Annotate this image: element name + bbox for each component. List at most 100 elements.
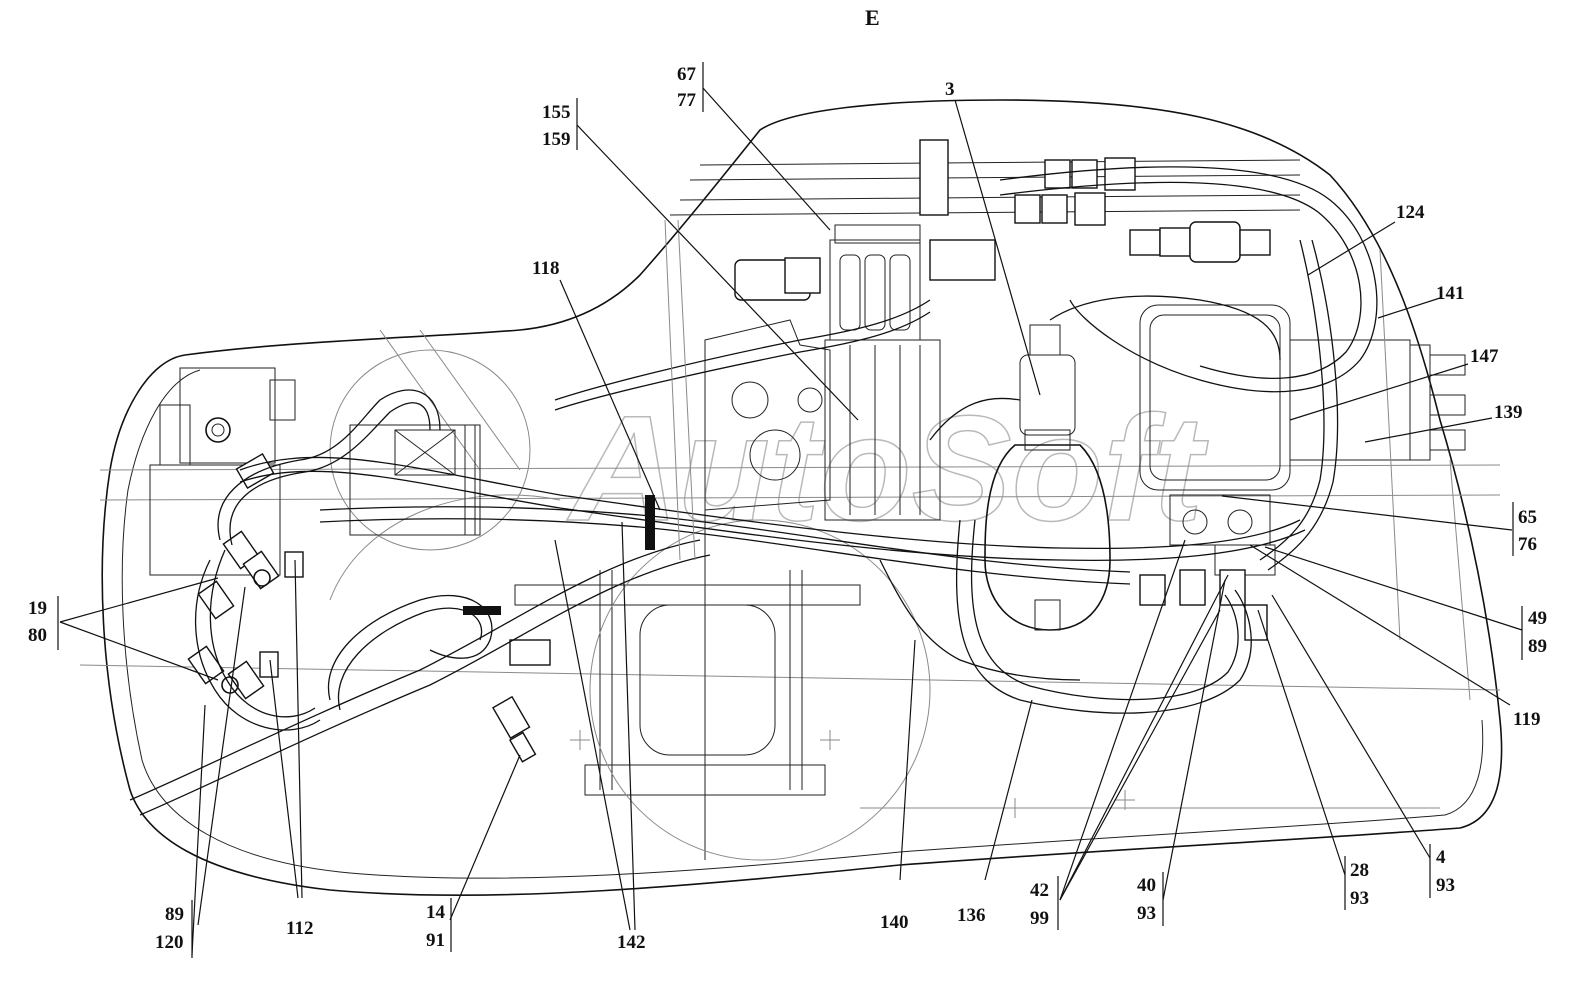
callout-124: 124 [1396, 202, 1425, 223]
callout-67: 67 [677, 64, 697, 85]
sensor-column [919, 139, 949, 216]
leader-4-93 [1271, 594, 1431, 859]
callout-112: 112 [286, 918, 313, 939]
hose-big-loop-rear [955, 519, 1252, 714]
callout-93-b: 93 [1350, 888, 1369, 909]
callout-89-right: 89 [1528, 636, 1547, 657]
hose-clamp-center [645, 495, 655, 550]
motor-cross [394, 429, 456, 476]
fitting-br-3 [1244, 604, 1268, 641]
valve-bank-lines [849, 345, 921, 515]
fitting-center-3 [508, 731, 537, 763]
callout-136: 136 [957, 905, 986, 926]
valve-bank-lower [824, 339, 941, 521]
cross-2 [1115, 790, 1135, 810]
cable-1 [664, 219, 681, 561]
callout-40: 40 [1137, 875, 1156, 896]
leader-67-77 [702, 87, 831, 231]
fitting-left-5 [227, 660, 265, 700]
frame-post-1 [599, 570, 613, 790]
hose-s-left [194, 559, 321, 731]
fitting-top-4 [1014, 194, 1041, 224]
callout-65: 65 [1518, 507, 1537, 528]
leader-19-80-b [59, 621, 219, 681]
callout-42: 42 [1030, 880, 1049, 901]
motor-cover [394, 429, 456, 476]
view-title-label: E [865, 5, 880, 30]
pump-port [205, 417, 231, 443]
cross-4 [570, 730, 590, 750]
fitting-center-1 [509, 639, 551, 666]
right-block [1289, 339, 1411, 461]
callout-93-c: 93 [1436, 875, 1455, 896]
callout-77: 77 [677, 90, 697, 111]
solenoid-3 [889, 254, 911, 331]
leader-14-91 [449, 754, 521, 921]
leader-19-80-a [59, 577, 219, 623]
callout-120: 120 [155, 932, 184, 953]
cross-1 [1005, 798, 1025, 818]
hose-valve-bank-pipe-2 [554, 311, 931, 411]
fitting-left-port-1 [253, 569, 271, 587]
hose-accumulator-feed [929, 397, 1021, 441]
fitting-left-6 [284, 551, 304, 578]
callout-140: 140 [880, 912, 909, 933]
fitting-top-2 [1071, 159, 1098, 189]
callout-14: 14 [426, 902, 446, 923]
fitting-top-6 [1074, 192, 1106, 226]
leader-112-b [294, 559, 303, 899]
fitting-top-11 [929, 239, 996, 281]
leader-139 [1364, 417, 1493, 443]
hull-inner-outline [121, 369, 1484, 879]
plate-hole-2 [797, 387, 823, 413]
callout-76: 76 [1518, 534, 1537, 555]
leader-124 [1307, 221, 1396, 276]
right-fitting-2 [1429, 394, 1466, 416]
solenoid-1 [839, 254, 861, 331]
fitting-top-3 [1104, 157, 1136, 191]
hose-long-2 [239, 470, 1306, 562]
callout-93-a: 93 [1137, 903, 1156, 924]
hose-loop-left-2 [337, 607, 483, 711]
pump-block [179, 367, 276, 464]
leader-112-a [269, 659, 299, 899]
leader-142-a [554, 539, 631, 931]
leader-42-99-b [1059, 609, 1221, 901]
leader-65-76 [1221, 495, 1513, 531]
callout-49: 49 [1528, 608, 1547, 629]
frame-rail-mid [99, 464, 1501, 471]
hose-long-3 [319, 506, 1131, 573]
frame-rail-top-4 [669, 209, 1301, 216]
hose-right-vertical [1259, 239, 1325, 561]
callout-4: 4 [1436, 847, 1446, 868]
hose-right-loop [999, 166, 1378, 393]
callout-155: 155 [542, 102, 571, 123]
frame-base-plate [584, 764, 826, 796]
leader-141 [1377, 297, 1441, 319]
callout-119: 119 [1513, 709, 1540, 730]
leader-136 [984, 699, 1033, 881]
frame-rail-diag [379, 329, 481, 471]
hose-loop-left [327, 595, 493, 701]
valve-block-port-2 [1227, 509, 1253, 535]
leader-155-159 [576, 124, 859, 421]
hose-big-loop-rear-2 [970, 519, 1239, 701]
pump-body [149, 464, 281, 576]
frame-rail-top-3 [679, 194, 1301, 201]
hose-upper-left-2 [229, 402, 431, 546]
fitting-br-4 [1139, 574, 1166, 606]
leader-142-b [621, 521, 636, 931]
hose-upper-left [217, 389, 441, 541]
frame-line-right [1379, 249, 1401, 641]
callout-147: 147 [1470, 346, 1499, 367]
callout-141: 141 [1436, 283, 1465, 304]
wheel-arc [329, 494, 561, 601]
hose-valve-bank-pipe [554, 299, 931, 401]
hose-tank-top [1049, 295, 1281, 361]
right-fitting-1 [1429, 354, 1466, 376]
accumulator-neck [1024, 429, 1071, 451]
callout-3: 3 [945, 79, 955, 100]
callout-89-left: 89 [165, 904, 184, 925]
callout-19: 19 [28, 598, 47, 619]
